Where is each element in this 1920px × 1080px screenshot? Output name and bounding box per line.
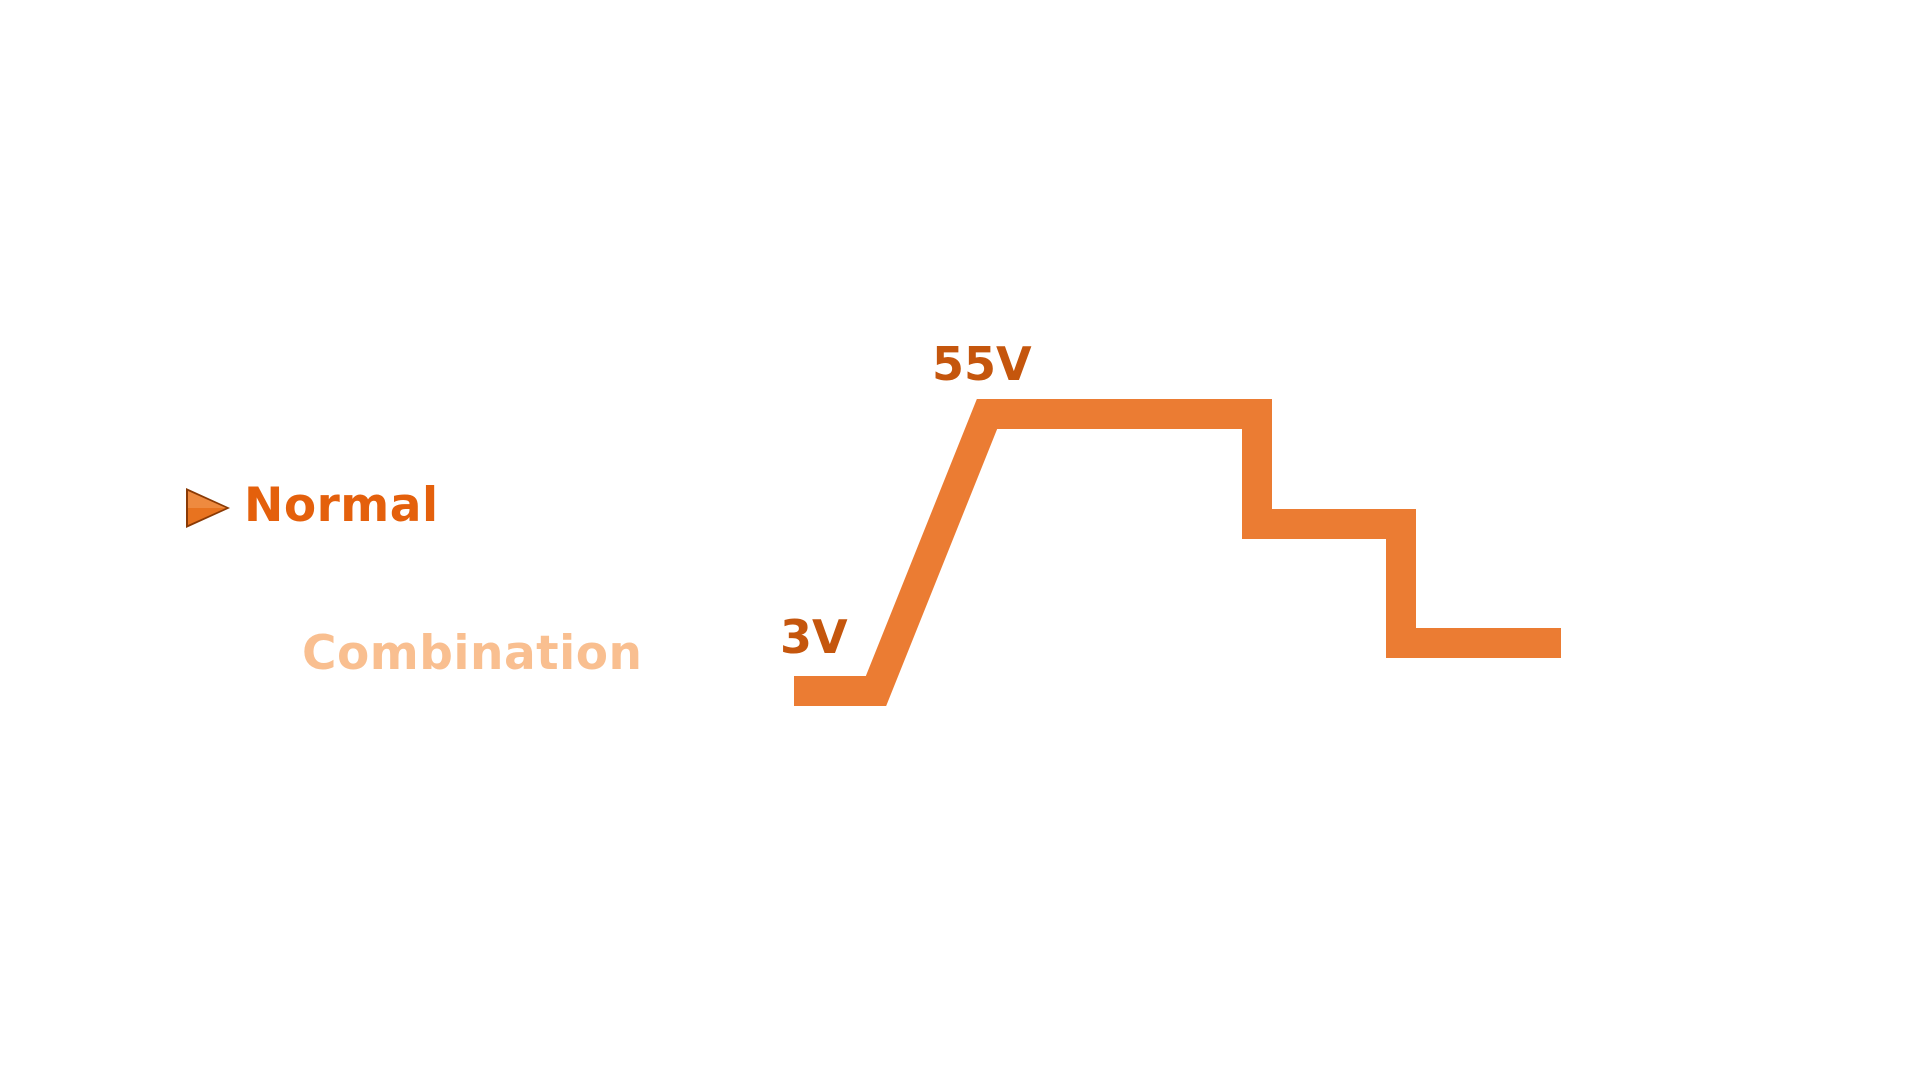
voltage-step-line — [794, 399, 1561, 706]
mode-label-combination: Combination — [302, 626, 643, 681]
mode-option-combination[interactable]: Combination — [302, 626, 643, 681]
voltage-label-high: 55V — [932, 337, 1032, 391]
mode-option-normal[interactable]: Normal — [186, 478, 439, 533]
play-arrow-icon — [186, 488, 230, 528]
voltage-label-low: 3V — [780, 610, 848, 664]
mode-label-normal: Normal — [244, 478, 439, 533]
